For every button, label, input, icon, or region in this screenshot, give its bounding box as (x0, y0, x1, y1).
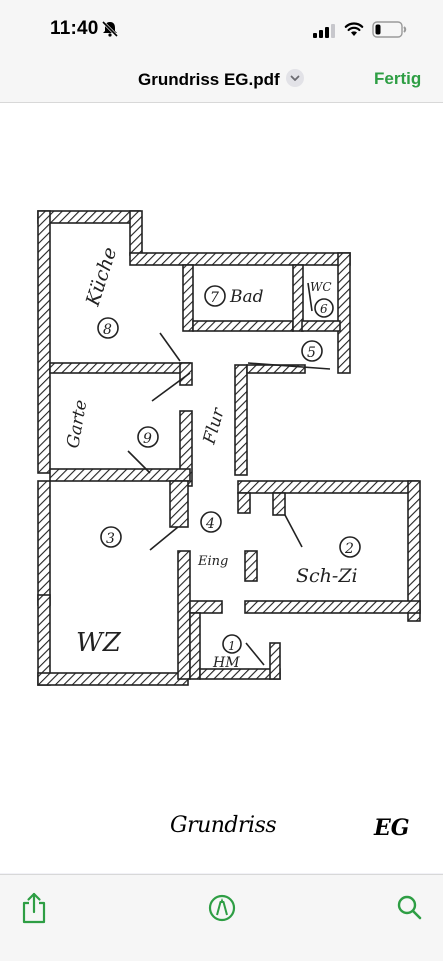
room-number-wc: 6 (320, 302, 328, 316)
caption-eg: EG (374, 815, 410, 841)
wifi-icon (344, 22, 364, 36)
status-bar: 11:40 (0, 0, 443, 56)
room-number-circles (97, 285, 361, 654)
caption-grundriss: Grundriss (170, 813, 277, 838)
done-button[interactable]: Fertig (374, 69, 422, 88)
room-label-entrance: Eing (197, 554, 228, 569)
room-number-living: 3 (106, 531, 115, 547)
walls (37, 210, 421, 686)
search-button[interactable] (394, 891, 426, 925)
door-marks (127, 282, 331, 666)
pdf-page: 8 7 6 5 9 4 3 2 1 Küche Bad WC Flur Gart… (0, 103, 443, 873)
cellular-signal-icon (313, 24, 335, 38)
room-label-kitchen: Küche (82, 245, 122, 310)
silent-bell-icon (101, 21, 119, 37)
square-and-arrow-up-icon (22, 892, 46, 924)
chevron-down-icon (290, 75, 300, 81)
room-number-bath: 7 (210, 290, 219, 306)
room-label-bedroom: Sch-Zi (296, 565, 358, 587)
floor-plan-drawing: 8 7 6 5 9 4 3 2 1 Küche Bad WC Flur Gart… (37, 210, 421, 686)
magnifying-glass-icon (397, 895, 422, 920)
share-button[interactable] (18, 891, 50, 925)
room-number-entry: 4 (205, 516, 215, 532)
room-number-utility: 1 (228, 639, 236, 653)
room-label-bath: Bad (229, 287, 264, 307)
room-label-living: WZ (76, 628, 122, 658)
status-time: 11:40 (50, 18, 99, 39)
pencil-tip-crop-circle-icon (208, 894, 236, 922)
bottom-toolbar (0, 874, 443, 961)
title-menu-button[interactable] (286, 69, 304, 87)
room-number-corridor: 5 (307, 345, 316, 361)
room-label-wc: WC (310, 280, 332, 294)
room-label-garden: Garte (63, 398, 91, 449)
document-title[interactable]: Grundriss EG.pdf (138, 70, 280, 89)
room-number-garden: 9 (143, 431, 152, 447)
room-number-kitchen: 8 (103, 322, 112, 338)
room-label-hall: Flur (199, 405, 229, 447)
battery-icon (372, 21, 407, 38)
nav-bar: Grundriss EG.pdf Fertig (0, 56, 443, 103)
room-label-utility: HM (212, 655, 240, 671)
markup-button[interactable] (206, 891, 238, 925)
room-number-bedroom: 2 (344, 541, 354, 557)
